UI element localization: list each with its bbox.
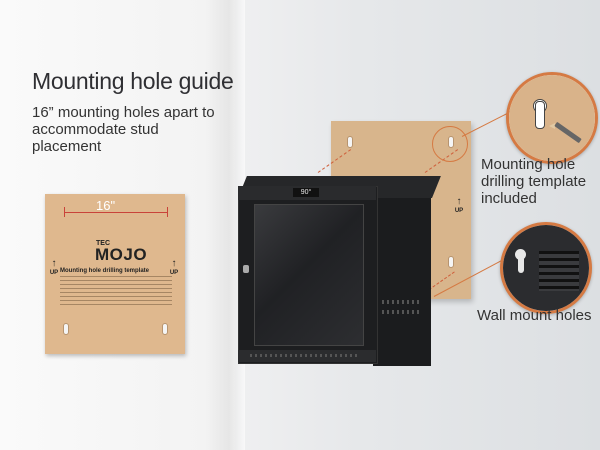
dimension-line (64, 207, 168, 217)
cabinet-glass-door (254, 204, 364, 346)
subtext: 16” mounting holes apart to accommodate … (32, 104, 215, 155)
pencil-tip-icon (549, 123, 555, 129)
template-hole-right (162, 323, 168, 335)
wall-mount-callout-circle (500, 222, 592, 314)
drilling-callout-circle (506, 72, 598, 164)
vent-slots (539, 251, 579, 291)
wall-mount-callout-label: Wall mount holes (477, 307, 592, 324)
up-label-right: UP (169, 270, 179, 276)
cabinet-base-vent (250, 354, 360, 357)
up-label-left: UP (49, 270, 59, 276)
wall-mount-hole-icon (515, 249, 526, 273)
template-hole-left (63, 323, 69, 335)
brand-prefix: TEC (96, 240, 110, 247)
up-arrow-left-icon: ↑ (51, 258, 57, 269)
template-title: Mounting hole drilling template (60, 268, 149, 274)
template-instructions (60, 276, 172, 306)
cabinet-side-panel (373, 176, 431, 366)
drilling-callout-origin-ring (432, 126, 468, 162)
cabinet-side-vent (382, 300, 422, 304)
drilling-callout-template-bg (509, 75, 595, 161)
wall-template-hole-bottom-right (448, 256, 454, 268)
headline: Mounting hole guide (32, 68, 234, 94)
keyhole-icon (535, 101, 545, 129)
wall-up-label: UP (454, 208, 464, 214)
wall-up-arrow-icon: ↑ (456, 196, 462, 207)
wall-template-hole-top-left (347, 136, 353, 148)
brand-logo: MOJO (95, 245, 148, 264)
dimension-label: 16" (96, 198, 116, 213)
door-lock-icon (243, 265, 249, 273)
cabinet-display: 90° (293, 188, 319, 197)
up-arrow-right-icon: ↑ (171, 258, 177, 269)
cabinet-side-vent-2 (382, 310, 422, 314)
drilling-callout-label: Mounting hole drilling template included (481, 156, 587, 207)
